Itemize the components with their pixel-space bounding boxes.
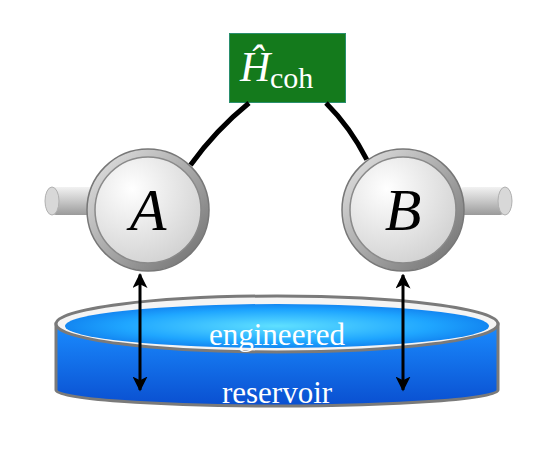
hamiltonian-box: Ĥcoh — [229, 33, 346, 103]
operator-subscript: coh — [270, 58, 313, 98]
mode-label: A — [85, 175, 211, 245]
dissipation-arrow — [139, 274, 142, 390]
reservoir-label: engineered reservoir — [192, 306, 362, 422]
knob-right — [458, 187, 512, 215]
dissipation-arrow — [402, 275, 405, 390]
mode-label: B — [340, 175, 466, 245]
coupling-line — [191, 103, 249, 165]
operator-symbol: Ĥ — [240, 38, 270, 96]
coupling-line — [326, 103, 367, 160]
mode-circle: B — [340, 147, 466, 273]
mode-circle: A — [85, 147, 211, 273]
reservoir-dish: engineered reservoir — [52, 292, 502, 410]
